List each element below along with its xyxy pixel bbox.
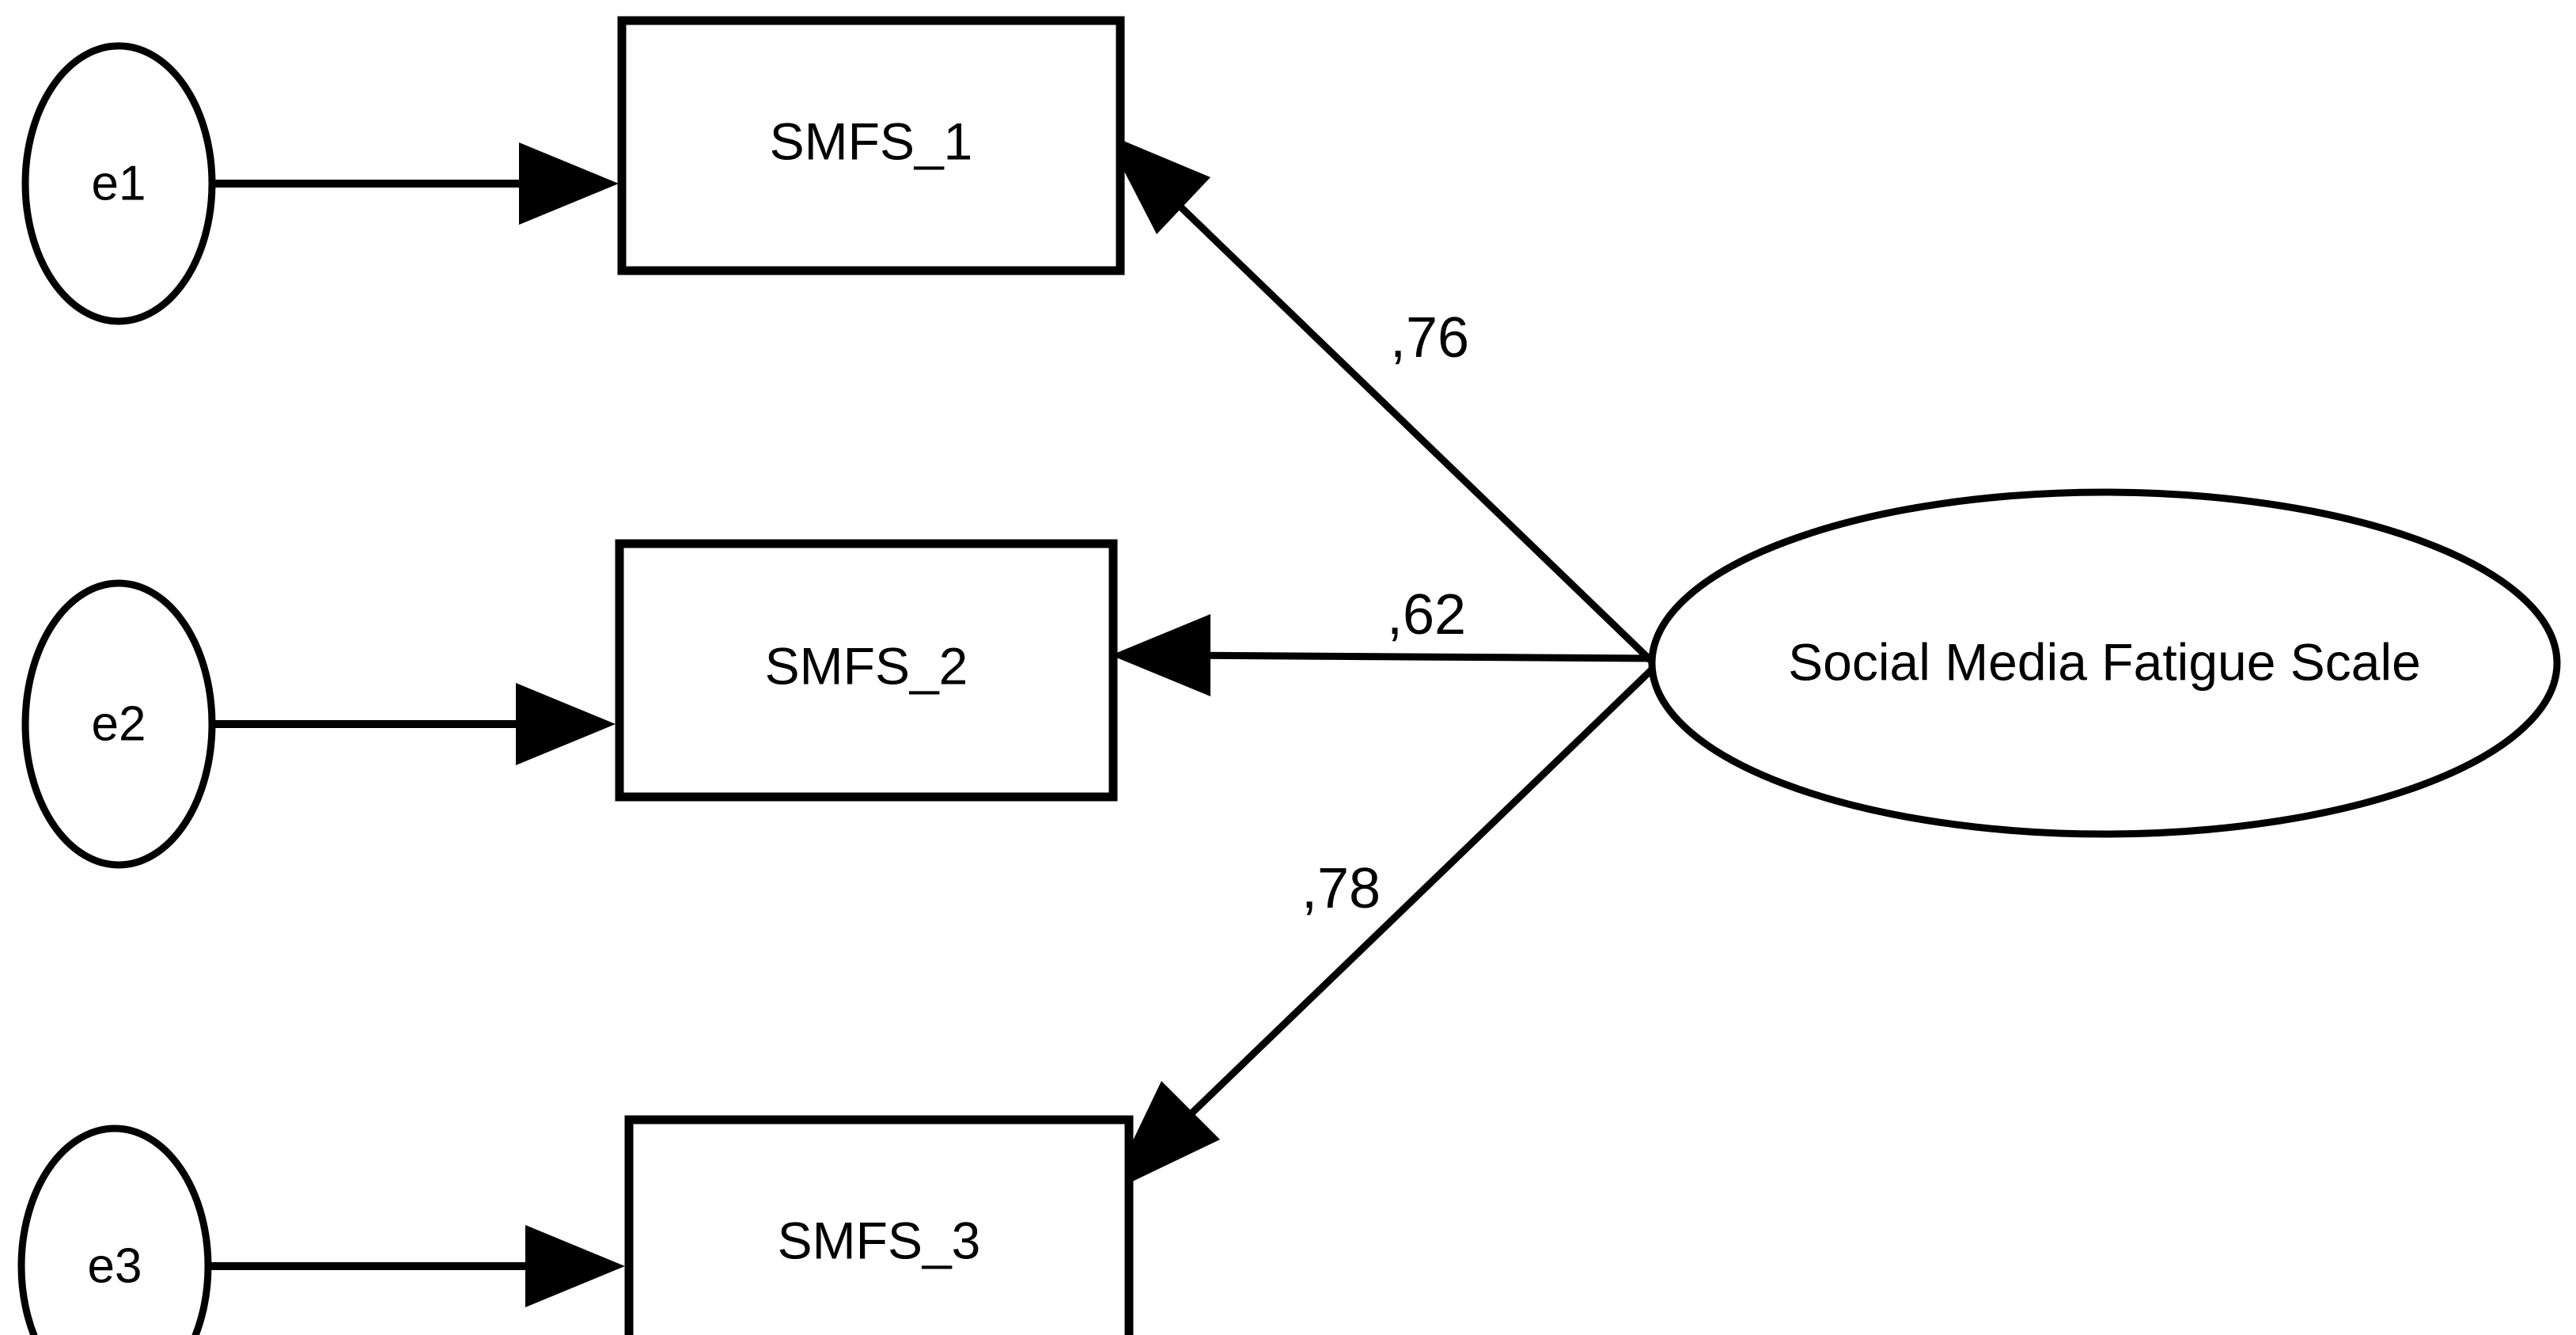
- smfs-2-rect[interactable]: [615, 539, 1118, 802]
- e3-ellipse[interactable]: [17, 1125, 212, 1335]
- indicator-node-smfs-2[interactable]: SMFS_2: [615, 539, 1118, 802]
- path-smfs2-line: [1170, 651, 1654, 662]
- latent-label: Social Media Fatigue Scale: [1788, 632, 2421, 691]
- latent-node-social-media-fatigue-scale[interactable]: Social Media Fatigue Scale: [1648, 488, 2561, 838]
- error-node-e1[interactable]: e1: [21, 42, 216, 325]
- path-e1-arrowhead-icon: [519, 142, 619, 225]
- path-smfs1-arrowhead-icon: [1104, 133, 1210, 234]
- loading-label-smfs-3: ,78: [1301, 857, 1381, 920]
- path-e1-to-smfs1: [212, 142, 619, 225]
- error-node-e3[interactable]: e3: [17, 1125, 212, 1335]
- path-latent-to-smfs1: [1104, 133, 1657, 666]
- smfs-3-label: SMFS_3: [778, 1211, 981, 1269]
- smfs-1-rect[interactable]: [617, 16, 1125, 275]
- path-e2-arrowhead-icon: [516, 683, 616, 765]
- smfs-3-rect[interactable]: [624, 1115, 1134, 1335]
- path-smfs1-line: [1160, 187, 1657, 666]
- indicator-node-smfs-1[interactable]: SMFS_1: [617, 16, 1125, 275]
- error-node-e2[interactable]: e2: [21, 579, 216, 869]
- path-smfs2-arrowhead-icon: [1111, 614, 1210, 696]
- path-smfs3-line: [1166, 665, 1657, 1138]
- smfs-1-label: SMFS_1: [770, 112, 973, 170]
- path-smfs3-arrowhead-icon: [1108, 1081, 1220, 1193]
- e2-label: e2: [92, 696, 146, 751]
- e3-label: e3: [88, 1238, 142, 1293]
- e2-ellipse[interactable]: [21, 579, 216, 869]
- e1-ellipse[interactable]: [21, 42, 216, 325]
- indicator-node-smfs-3[interactable]: SMFS_3: [624, 1115, 1134, 1335]
- path-e2-to-smfs2: [212, 683, 616, 765]
- path-latent-to-smfs3: [1108, 665, 1657, 1193]
- path-e3-to-smfs3: [207, 1225, 625, 1307]
- loading-label-smfs-2: ,62: [1387, 583, 1466, 647]
- latent-ellipse[interactable]: [1648, 488, 2561, 838]
- loading-label-smfs-1: ,76: [1390, 306, 1469, 370]
- smfs-2-label: SMFS_2: [765, 636, 968, 695]
- e1-label: e1: [92, 156, 146, 210]
- path-latent-to-smfs2: [1111, 614, 1654, 696]
- path-e3-arrowhead-icon: [525, 1225, 625, 1307]
